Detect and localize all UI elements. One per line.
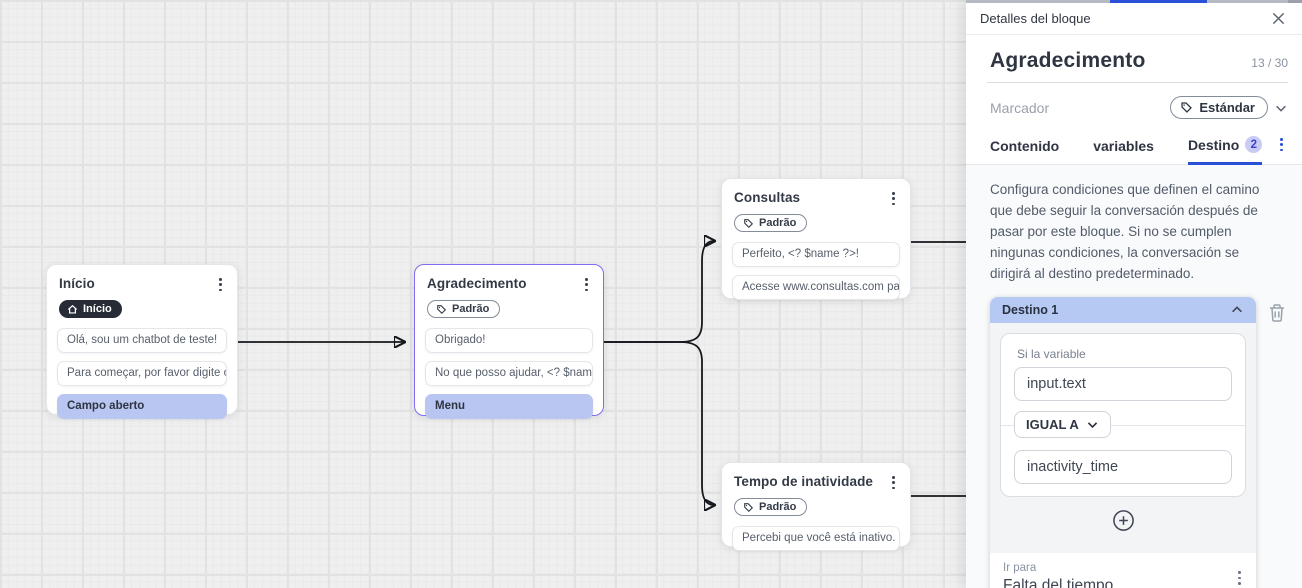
chevron-down-icon[interactable] — [1274, 101, 1288, 115]
tab-contenido[interactable]: Contenido — [990, 137, 1060, 154]
trash-icon — [1270, 304, 1284, 322]
destino-header[interactable]: Destino 1 — [990, 297, 1256, 324]
operator-dropdown[interactable]: IGUAL A — [1014, 411, 1111, 439]
panel-title: Detalles del bloque — [980, 11, 1091, 26]
condition-variable-label: Si la variable — [1017, 347, 1086, 362]
go-to-label: Ir para — [1003, 562, 1037, 575]
plus-circle-icon — [1112, 510, 1134, 532]
tab-label: Destino — [1187, 136, 1240, 153]
go-to-row[interactable]: Ir para Falta del tiempo — [990, 553, 1256, 588]
message-row-highlighted[interactable]: Menu — [425, 393, 593, 419]
kebab-menu-icon[interactable] — [889, 474, 898, 491]
tab-destino[interactable]: Destino 2 — [1187, 136, 1263, 165]
go-to-kebab-menu-icon[interactable] — [1235, 569, 1244, 586]
chevron-down-icon — [1087, 422, 1097, 429]
delete-destino-button[interactable] — [1266, 301, 1288, 325]
kebab-menu-icon[interactable] — [216, 276, 225, 293]
badge-label: Início — [83, 303, 112, 316]
badge-label: Padrão — [759, 501, 797, 514]
node-agradecimento[interactable]: Agradecimento Padrão Obrigado! No que po… — [414, 264, 604, 419]
node-title: Início — [59, 276, 95, 291]
condition-divider — [1001, 425, 1245, 427]
message-row[interactable]: Acesse www.consultas.com par... — [732, 274, 900, 300]
node-title: Agradecimento — [427, 276, 527, 291]
top-edge-strip — [966, 0, 1302, 3]
node-consultas[interactable]: Consultas Padrão Perfeito, <? $name ?>! … — [721, 178, 911, 300]
condition-value-input[interactable] — [1014, 450, 1232, 485]
destino-card: Destino 1 Si la variable IGUAL A — [990, 297, 1256, 588]
go-to-value: Falta del tiempo — [1003, 577, 1114, 588]
kebab-menu-icon[interactable] — [889, 190, 898, 207]
message-row[interactable]: Percebi que você está inativo. C... — [732, 525, 900, 551]
node-inicio[interactable]: Início Início Olá, sou um chatbot de tes… — [46, 264, 238, 419]
marker-value: Estándar — [1199, 100, 1255, 115]
block-name[interactable]: Agradecimento — [990, 49, 1146, 72]
name-field-underline — [987, 82, 1288, 83]
condition-card: Si la variable IGUAL A — [1000, 333, 1246, 498]
panel-tabs: Contenido variables Destino 2 — [966, 136, 1302, 165]
message-row[interactable]: Obrigado! — [425, 327, 593, 353]
add-condition-button[interactable] — [1110, 507, 1137, 534]
tag-icon — [744, 219, 754, 228]
tab-count-badge: 2 — [1245, 136, 1263, 153]
tab-variables[interactable]: variables — [1093, 137, 1154, 154]
message-row[interactable]: No que posso ajudar, <? $name ... — [425, 360, 593, 386]
edge-agradecimento-tempo[interactable] — [604, 341, 714, 505]
node-tempo-de-inatividade[interactable]: Tempo de inatividade Padrão Percebi que … — [721, 462, 911, 551]
node-type-badge: Início — [59, 300, 122, 319]
destination-description: Configura condiciones que definen el cam… — [990, 182, 1260, 282]
char-counter: 13 / 30 — [1251, 56, 1288, 70]
condition-variable-input[interactable] — [1014, 367, 1232, 402]
message-row[interactable]: Perfeito, <? $name ?>! — [732, 241, 900, 267]
message-row-highlighted[interactable]: Campo aberto — [57, 393, 227, 419]
block-details-panel: Detalles del bloque Agradecimento 13 / 3… — [966, 0, 1302, 588]
destino-title: Destino 1 — [1002, 303, 1059, 318]
node-type-badge: Padrão — [734, 214, 808, 233]
operator-value: IGUAL A — [1026, 417, 1079, 433]
message-row[interactable]: Olá, sou um chatbot de teste! — [57, 327, 227, 353]
marker-label: Marcador — [990, 99, 1050, 116]
badge-label: Padrão — [452, 303, 490, 316]
node-title: Consultas — [734, 190, 801, 205]
marker-value-pill[interactable]: Estándar — [1170, 96, 1268, 119]
chevron-up-icon[interactable] — [1230, 303, 1244, 317]
tag-icon — [744, 503, 754, 512]
home-icon — [67, 304, 78, 314]
node-title: Tempo de inatividade — [734, 474, 874, 489]
edge-agradecimento-consultas[interactable] — [604, 241, 714, 343]
close-icon — [1272, 12, 1285, 25]
node-type-badge: Padrão — [427, 300, 501, 319]
close-button[interactable] — [1269, 9, 1288, 28]
tabs-kebab-menu-icon[interactable] — [1277, 136, 1286, 153]
tag-icon — [437, 305, 447, 314]
kebab-menu-icon[interactable] — [582, 276, 591, 293]
node-type-badge: Padrão — [734, 498, 808, 517]
flow-edges — [238, 0, 966, 588]
badge-label: Padrão — [759, 217, 797, 230]
message-row[interactable]: Para começar, por favor digite o ... — [57, 360, 227, 386]
tag-icon — [1181, 102, 1193, 113]
